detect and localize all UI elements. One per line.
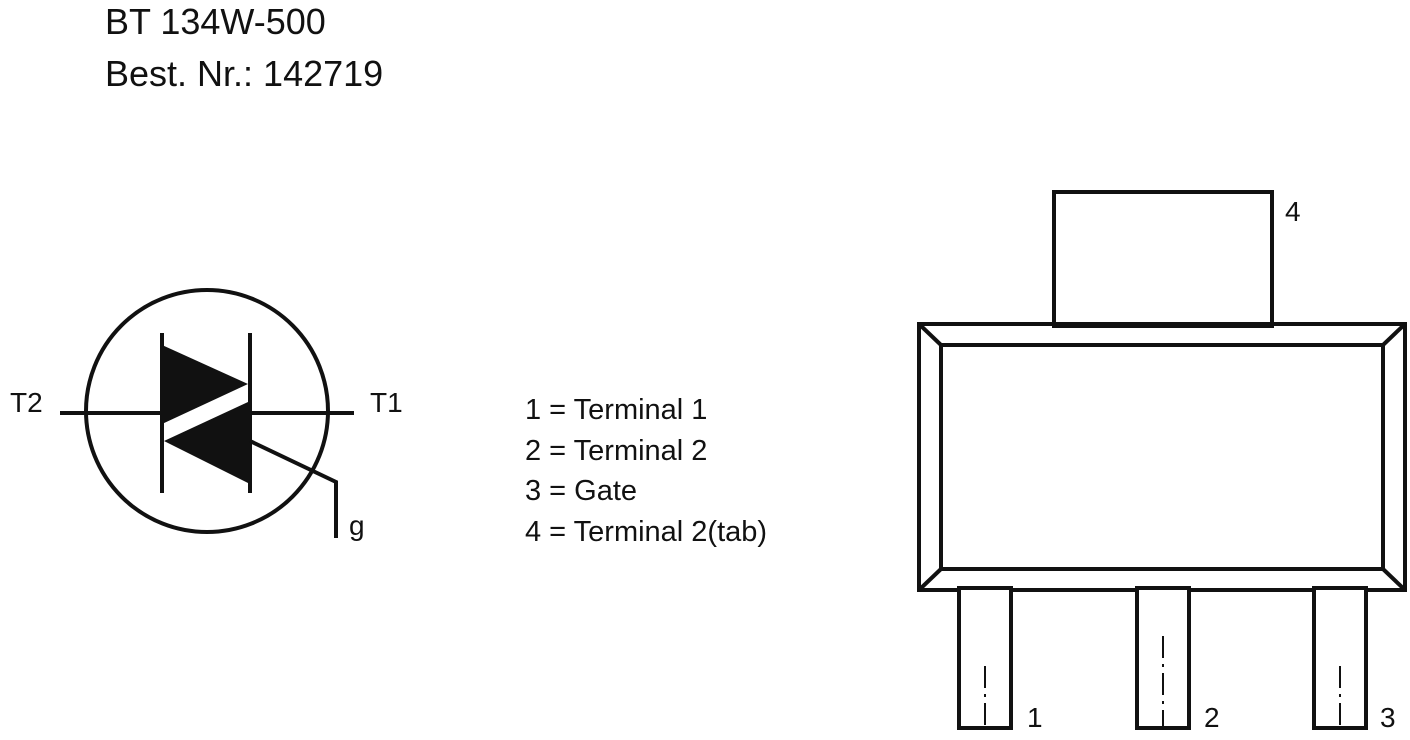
- pin-centerlines: [984, 636, 1341, 728]
- pin-3-label: 3: [1380, 702, 1396, 733]
- legend-item: 4 = Terminal 2(tab): [525, 515, 768, 548]
- legend-item: 1 = Terminal 1: [525, 394, 708, 426]
- order-number: Best. Nr.: 142719: [105, 53, 384, 94]
- tab-label: 4: [1285, 196, 1301, 227]
- terminal-t2-label: T2: [10, 387, 43, 418]
- terminal-t1-label: T1: [370, 387, 403, 418]
- legend-item: 2 = Terminal 2: [525, 434, 708, 467]
- pin-1-label: 1: [1027, 702, 1043, 733]
- pin-2-label: 2: [1204, 702, 1220, 733]
- part-number-title: BT 134W-500: [105, 1, 326, 42]
- triac-symbol-icon: [60, 288, 354, 538]
- package-outline: [917, 190, 1407, 730]
- legend-item: 3 = Gate: [525, 475, 638, 507]
- pin-legend: 1 = Terminal 1 2 = Terminal 2 3 = Gate 4…: [525, 390, 767, 552]
- gate-label: g: [349, 510, 365, 541]
